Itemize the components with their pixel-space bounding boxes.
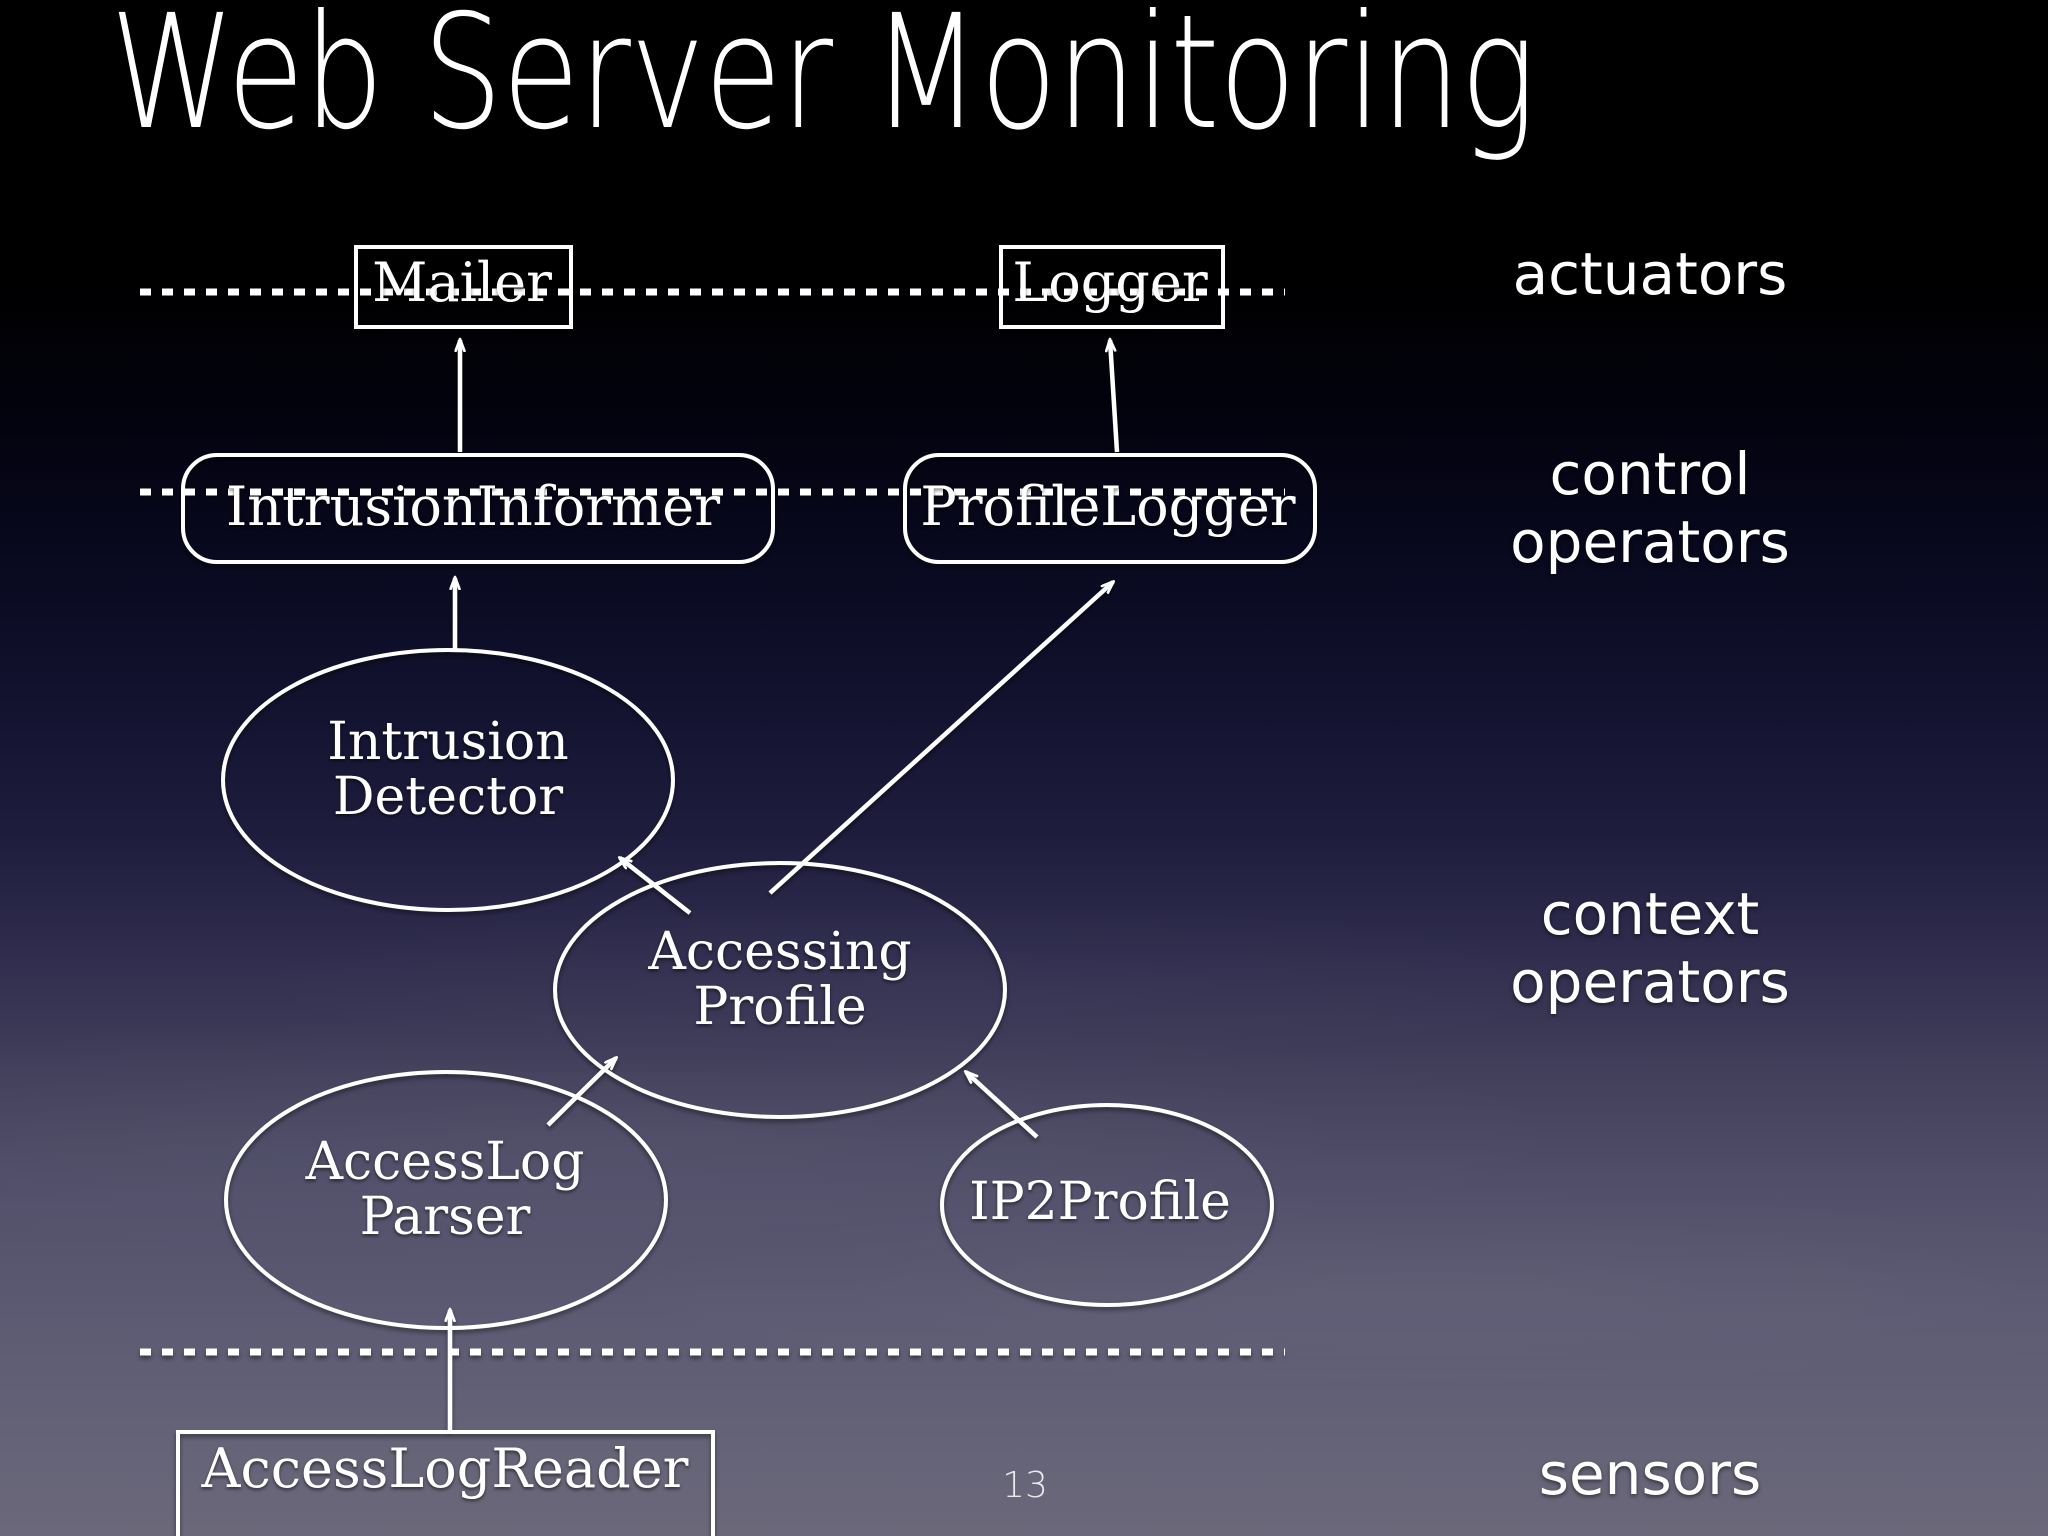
edge-ip2profile-to-accessingprofile: [966, 1072, 1039, 1139]
edge-accessingprofile-to-profilelogger: [768, 582, 1113, 895]
node-mailer[interactable]: [354, 245, 573, 329]
page-number: 13: [1002, 1465, 1048, 1506]
zone-label-control-operators: control operators: [1510, 440, 1790, 577]
edge-accesslogparser-to-accessingprofile: [546, 1058, 616, 1127]
zone-label-sensors: sensors: [1538, 1440, 1762, 1508]
edge-accessingprofile-to-intrusiondetector: [620, 858, 692, 915]
node-accessing-profile[interactable]: [553, 861, 1007, 1119]
node-accesslog-reader[interactable]: [176, 1430, 715, 1536]
page-title: Web Server Monitoring: [110, 0, 1536, 165]
node-intrusion-detector[interactable]: [221, 648, 675, 912]
node-accesslog-parser[interactable]: [224, 1070, 668, 1330]
node-ip2profile[interactable]: [940, 1103, 1274, 1307]
node-profile-logger[interactable]: [903, 453, 1317, 564]
node-intrusion-informer[interactable]: [181, 453, 775, 564]
zone-label-context-operators: context operators: [1510, 880, 1790, 1017]
edge-profilelogger-to-logger: [1110, 340, 1120, 453]
zone-label-actuators: actuators: [1512, 240, 1788, 308]
node-logger[interactable]: [999, 245, 1225, 329]
